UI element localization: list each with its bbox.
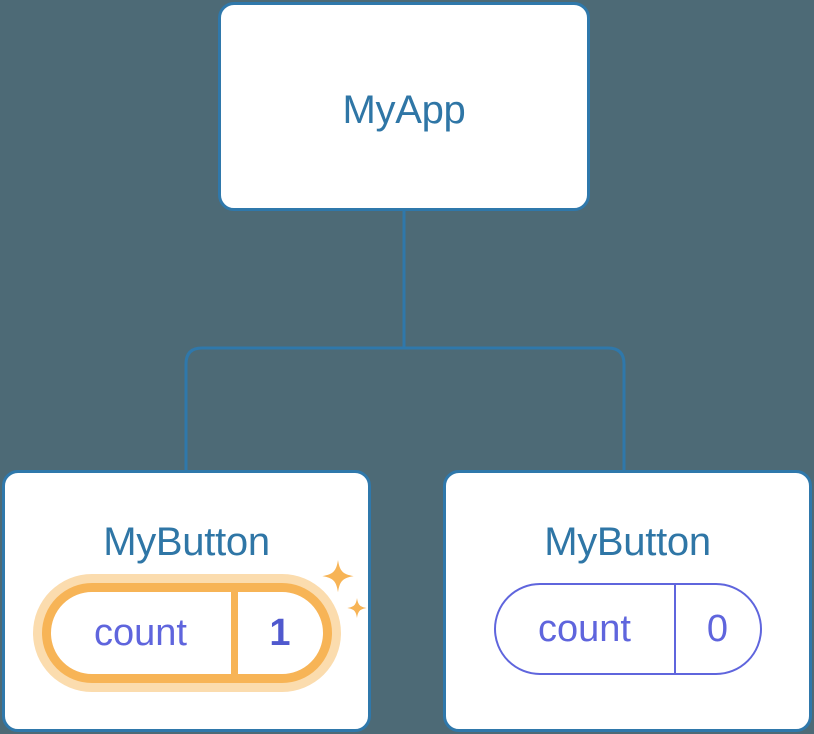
node-mybutton-left-label: MyButton: [103, 520, 270, 564]
node-myapp-label: MyApp: [342, 88, 466, 132]
state-value-left: 1: [230, 592, 323, 674]
state-value-right: 0: [673, 585, 760, 673]
state-key-left: count: [94, 611, 187, 654]
node-myapp[interactable]: MyApp: [218, 2, 590, 211]
state-pill-left[interactable]: count 1: [41, 583, 332, 683]
state-pill-right-wrap: count 0: [493, 583, 762, 675]
state-pill-left-wrap: count 1: [41, 583, 332, 683]
state-pill-right[interactable]: count 0: [493, 583, 762, 675]
node-mybutton-left[interactable]: MyButton count 1: [2, 470, 371, 732]
node-mybutton-right[interactable]: MyButton count 0: [443, 470, 812, 732]
state-key-right: count: [538, 607, 631, 650]
node-mybutton-right-label: MyButton: [544, 520, 711, 564]
